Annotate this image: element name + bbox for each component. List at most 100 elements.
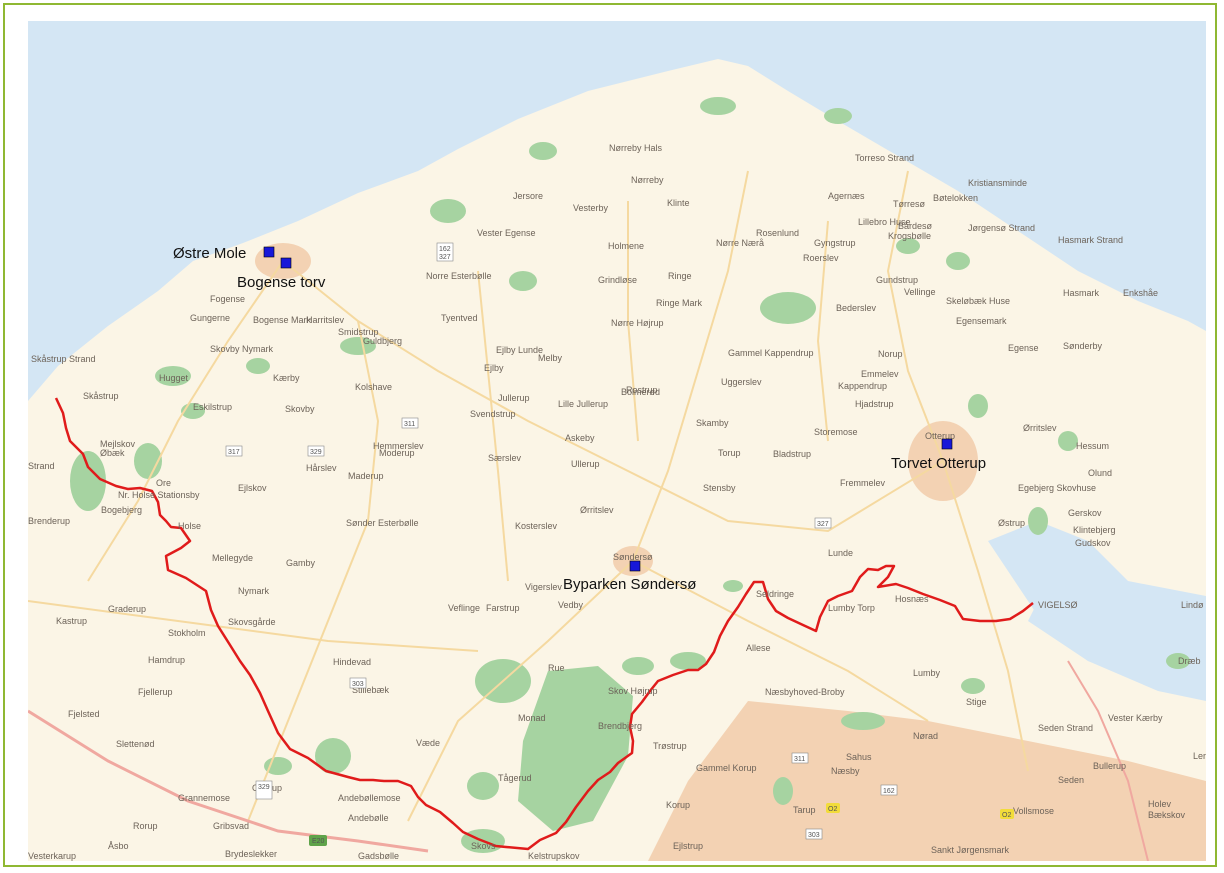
place-label: Tågerud — [498, 773, 532, 783]
road-number-label: 327 — [439, 254, 451, 261]
road-number-label: 162 — [439, 246, 451, 253]
place-label: Bederslev — [836, 303, 877, 313]
place-label: Agernæs — [828, 191, 865, 201]
place-label: Svendstrup — [470, 409, 516, 419]
place-label: Nørre Nærå — [716, 238, 764, 248]
place-label: Fjelsted — [68, 709, 100, 719]
road-number-label: 162 — [883, 788, 895, 795]
marker-label: Bogense torv — [237, 274, 326, 291]
place-label: Skovsgårde — [228, 617, 276, 627]
place-label: Egense — [1008, 343, 1039, 353]
forest-areas — [70, 97, 1190, 853]
place-label: Stensby — [703, 483, 736, 493]
marker-square[interactable] — [263, 246, 275, 258]
route-line — [54, 397, 1034, 851]
marker-square[interactable] — [280, 257, 292, 269]
marker-label: Torvet Otterup — [891, 455, 986, 472]
place-label: Kosterslev — [515, 521, 558, 531]
place-label: Farstrup — [486, 603, 520, 613]
place-label: Skov Højrup — [608, 686, 658, 696]
place-label: Skåstrup — [83, 391, 119, 401]
place-label: Egensemark — [956, 316, 1007, 326]
land-area — [28, 59, 1206, 861]
place-label: Rosenlund — [756, 228, 799, 238]
place-label: Kærby — [273, 373, 300, 383]
place-label: Gamby — [286, 558, 316, 568]
place-label: Skeløbæk Huse — [946, 296, 1010, 306]
place-label: Enkshåe — [1123, 288, 1158, 298]
place-label: Ore — [156, 478, 171, 488]
place-label: Ørritslev — [1023, 423, 1057, 433]
place-label: Stokholm — [168, 628, 206, 638]
place-label: Ejlby — [484, 363, 504, 373]
place-label: Bullerup — [1093, 761, 1126, 771]
marker-ostre-mole[interactable]: Østre Mole — [173, 245, 275, 262]
place-label: Guldbjerg — [363, 336, 402, 346]
place-label: Stige — [966, 697, 987, 707]
place-label: Lerh — [1193, 751, 1206, 761]
place-label: Skovby Nymark — [210, 344, 274, 354]
place-label: Bogense Mark — [253, 315, 312, 325]
place-label: Hosnæs — [895, 594, 929, 604]
place-label: Tørresø — [893, 199, 925, 209]
map-frame: Nørreby Hals Nørreby Klinte Jersore Vest… — [3, 3, 1217, 867]
marker-bogense-torv[interactable]: Bogense torv — [237, 257, 326, 291]
place-label: Lumby — [913, 668, 941, 678]
place-label: Jullerup — [498, 393, 530, 403]
place-label: Allese — [746, 643, 771, 653]
place-label: Bårdesø — [898, 221, 933, 231]
place-label: Hasmark Strand — [1058, 235, 1123, 245]
place-label: Hjadstrup — [855, 399, 894, 409]
marker-torvet-otterup[interactable]: Torvet Otterup — [891, 438, 986, 472]
place-label: Nymark — [238, 586, 269, 596]
marker-label: Østre Mole — [173, 245, 246, 262]
place-label: Kappendrup — [838, 381, 887, 391]
place-label: Gerskov — [1068, 508, 1102, 518]
place-label: Graderup — [108, 604, 146, 614]
place-label: Smidstrup — [338, 327, 379, 337]
marker-square[interactable] — [629, 560, 641, 572]
place-label: Gammel Korup — [696, 763, 757, 773]
place-label: Søndersø — [613, 552, 653, 562]
place-label: Jersore — [513, 191, 543, 201]
place-label: Andebølle — [348, 813, 389, 823]
place-label: Emmelev — [861, 369, 899, 379]
map-svg[interactable]: Nørreby Hals Nørreby Klinte Jersore Vest… — [28, 21, 1206, 861]
place-label: Sankt Jørgensmark — [931, 845, 1010, 855]
place-label: Gammel Kappendrup — [728, 348, 814, 358]
place-label: Kolshave — [355, 382, 392, 392]
place-label: Holmene — [608, 241, 644, 251]
place-label: Østrup — [998, 518, 1025, 528]
motorway-e20 — [28, 709, 429, 853]
place-label: Nørreby Hals — [609, 143, 663, 153]
place-labels: Nørreby Hals Nørreby Klinte Jersore Vest… — [28, 143, 1206, 861]
place-label: Rostrup — [626, 385, 658, 395]
place-label: Tyentved — [441, 313, 478, 323]
place-label: Veflinge — [448, 603, 480, 613]
place-label: Næsbyhoved-Broby — [765, 687, 845, 697]
place-label: Tarup — [793, 805, 816, 815]
place-label: Nørreby — [631, 175, 664, 185]
place-label: Væde — [416, 738, 440, 748]
place-label: Vester Egense — [477, 228, 536, 238]
place-label: Klintebjerg — [1073, 525, 1116, 535]
place-label: Rorup — [133, 821, 158, 831]
road-number-shields: 162 327 311 317 329 303 311 162 327 329 — [225, 242, 1014, 846]
place-label: Eskilstrup — [193, 402, 232, 412]
place-label: Vester Kærby — [1108, 713, 1163, 723]
marker-byparken-sondersoe[interactable]: Byparken Søndersø — [563, 560, 696, 593]
road-number-label: 311 — [404, 421, 415, 428]
map-canvas[interactable]: Nørreby Hals Nørreby Klinte Jersore Vest… — [28, 21, 1206, 861]
marker-square[interactable] — [941, 438, 953, 450]
place-label: Nørad — [913, 731, 938, 741]
place-label: Kastrup — [56, 616, 87, 626]
road-number-label: O2 — [828, 806, 837, 813]
road-number-label: 311 — [794, 756, 805, 763]
place-label: Lille Jullerup — [558, 399, 608, 409]
place-label: Hessum — [1076, 441, 1109, 451]
place-label: Otterup — [925, 431, 955, 441]
place-label: Seden — [1058, 775, 1084, 785]
place-label: Bøtelokken — [933, 193, 978, 203]
place-label: Maderup — [348, 471, 384, 481]
place-label: Hamdrup — [148, 655, 185, 665]
